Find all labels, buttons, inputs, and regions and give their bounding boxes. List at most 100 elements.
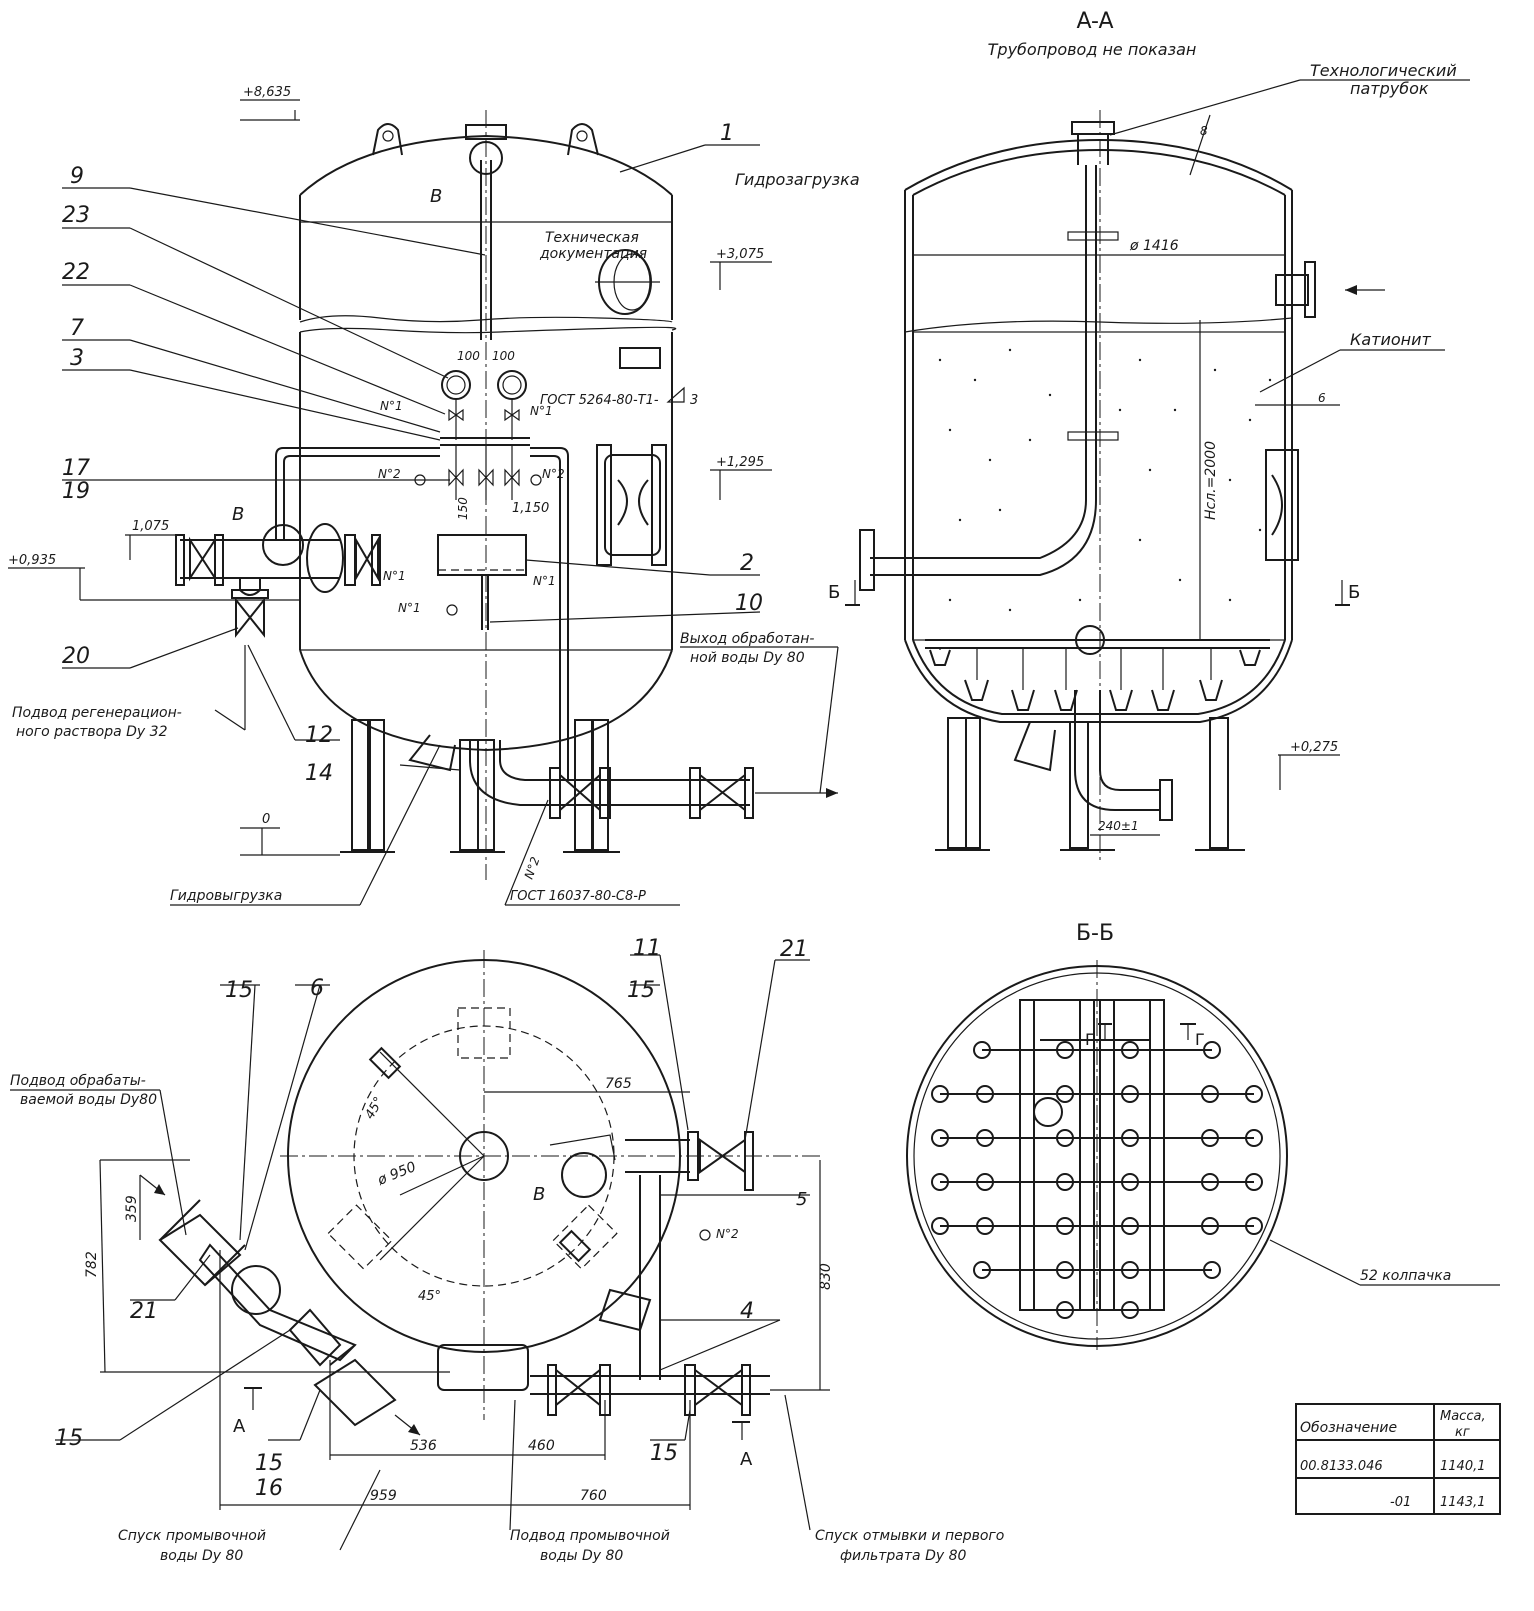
elevation-2: +3,075 [716,247,764,262]
marker-n2c: N°2 [522,855,543,881]
wash-in-label-2: воды Dy 80 [540,1548,623,1564]
dim-2000: Нсл.=2000 [1203,441,1219,520]
angle-45-bottom: 45° [418,1289,441,1304]
caps-count-label: 52 колпачка [1360,1268,1451,1284]
elevation-5: +0,935 [8,553,56,568]
callout-11: 11 [633,936,661,961]
dim-460: 460 [528,1438,555,1454]
callout-21-a: 21 [780,937,808,962]
elevation-3: +1,295 [716,455,764,470]
marker-n1e: N°1 [398,601,421,615]
callout-15-c: 15 [650,1441,678,1466]
callout-15-a: 15 [225,978,253,1003]
section-mark-b-left: Б [828,582,840,603]
front-leaders [62,144,839,906]
cationite-speckles [938,348,1272,612]
callout-5-plan: 5 [796,1189,807,1210]
section-aa-note: Трубопровод не показан [988,40,1197,59]
treated-in-label-2: ваемой воды Dy80 [20,1092,157,1108]
cationite-label: Катионит [1350,330,1432,349]
gost-weld-label: ГОСТ 5264-80-Т1- [540,393,659,408]
dim-359: 359 [124,1195,140,1222]
dim-1416: ø 1416 [1129,238,1179,254]
angle-45-top: 45° [362,1095,387,1122]
tech-docs-label-1: Техническая [545,230,639,246]
table-head-mass-1: Масса, [1440,1409,1486,1424]
callout-15-b: 15 [627,978,655,1003]
callout-22: 22 [62,260,90,285]
callout-15-d: 15 [255,1451,283,1476]
dim-100b: 100 [492,349,515,363]
callout-4: 4 [740,1299,754,1324]
tech-nozzle-label-2: патрубок [1350,79,1429,98]
elevation-1: +8,635 [243,85,291,100]
rinse-label-2: фильтрата Dy 80 [840,1548,966,1564]
callout-12: 12 [305,723,333,748]
wash-drain-label-2: воды Dy 80 [160,1548,243,1564]
callout-17: 17 [62,456,90,481]
callout-20: 20 [62,644,90,669]
section-mark-a-left: А [233,1416,246,1437]
gost-pipe-label: ГОСТ 16037-80-С8-Р [510,889,646,904]
marker-n2b: N°2 [542,467,565,481]
elevation-7: +0,275 [1290,740,1338,755]
elevation-4: 1,075 [132,519,169,534]
marker-n2d: N°2 [716,1227,739,1241]
marker-n1a: N°1 [380,399,403,413]
callout-19: 19 [62,479,90,504]
callout-2: 2 [740,551,754,576]
regen-label-2: ного раствора Dy 32 [16,724,168,740]
hydro-unload-label: Гидровыгрузка [170,888,282,904]
rinse-label-1: Спуск отмывки и первого [815,1528,1004,1544]
dim-830: 830 [818,1263,834,1290]
section-mark-a-right: А [740,1449,753,1470]
gost-weld-leg: 3 [690,393,698,408]
spec-table [1295,1403,1501,1515]
dim-240: 240±1 [1098,819,1139,833]
marker-b-plan: В [533,1184,545,1205]
section-mark-g-1: Г [1085,1030,1095,1049]
marker-b-top: В [430,186,442,207]
callout-10: 10 [735,591,763,616]
table-row1-mass: 1140,1 [1440,1459,1486,1474]
caps [931,1041,1263,1319]
callout-9: 9 [70,164,84,189]
section-aa-title: A-A [1076,9,1113,34]
tech-docs-label-2: документация [539,246,647,262]
callout-1: 1 [720,121,734,146]
outlet-label-2: ной воды Dy 80 [690,650,805,666]
section-bb [906,960,1500,1350]
marker-n1d: N°1 [533,574,556,588]
dim-8: 8 [1200,124,1208,138]
dim-760: 760 [580,1488,607,1504]
elevation-8: 1,150 [512,501,549,516]
plan-view [10,950,830,1551]
callout-7: 7 [70,316,84,341]
regen-label-1: Подвод регенерацион- [12,705,182,721]
marker-n2a: N°2 [378,467,401,481]
dim-6: 6 [1318,391,1326,405]
callout-15-e: 15 [55,1426,83,1451]
dim-950: ø 950 [375,1159,419,1189]
nozzle-caps [929,648,1261,711]
callout-16: 16 [255,1476,283,1501]
elevation-marks [8,99,1340,855]
text-layer: A-A Трубопровод не показан Б-Б 52 колпач… [8,9,1486,1564]
callout-23: 23 [62,203,90,228]
dim-782: 782 [84,1251,100,1278]
dim-765: 765 [605,1076,632,1092]
marker-b-inlet: В [232,504,244,525]
callout-3: 3 [70,346,84,371]
callout-14: 14 [305,761,333,786]
dim-100a: 100 [457,349,480,363]
marker-n1c: N°1 [383,569,406,583]
section-aa [845,79,1470,860]
dim-150: 150 [456,497,470,520]
section-mark-b-right: Б [1348,582,1360,603]
section-bb-title: Б-Б [1076,921,1114,946]
wash-drain-label-1: Спуск промывочной [118,1528,266,1544]
table-head-mass-2: кг [1455,1425,1470,1440]
table-head-designation: Обозначение [1300,1420,1397,1436]
outlet-label-1: Выход обработан- [680,631,814,647]
